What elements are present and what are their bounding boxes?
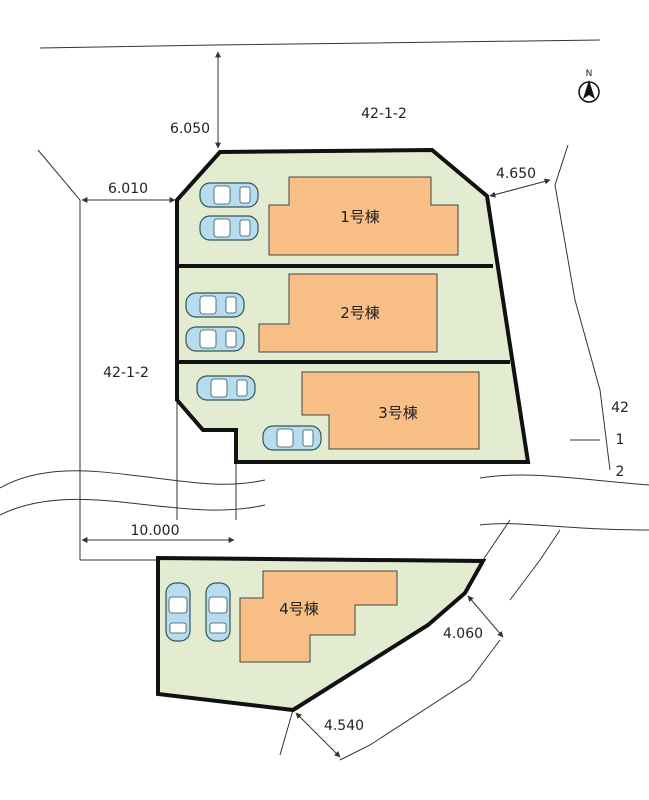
house-2 bbox=[258, 273, 438, 353]
dim-bottom-width: 10.000 bbox=[131, 523, 180, 539]
car-icon bbox=[165, 582, 191, 642]
dim-lot4-south: 4.540 bbox=[324, 718, 364, 734]
car-icon bbox=[185, 326, 245, 352]
dim-east-width: 4.650 bbox=[496, 166, 536, 182]
road-west-label: 42-1-2 bbox=[103, 365, 149, 381]
north-arrow-icon bbox=[578, 80, 600, 103]
car-icon bbox=[262, 425, 322, 451]
house-4 bbox=[239, 570, 398, 663]
road-north-label: 42-1-2 bbox=[361, 106, 407, 122]
car-icon bbox=[196, 375, 256, 401]
car-icon bbox=[199, 215, 259, 241]
car-icon bbox=[199, 182, 259, 208]
house-3 bbox=[301, 371, 480, 450]
dim-lot4-east: 4.060 bbox=[443, 626, 483, 642]
dim-west-width: 6.010 bbox=[108, 181, 148, 197]
house-4-label: 4号棟 bbox=[279, 600, 319, 618]
road-lines bbox=[0, 39, 649, 761]
road-east-label-2: 1 bbox=[616, 432, 625, 448]
north-label: N bbox=[586, 69, 593, 79]
dim-north-width: 6.050 bbox=[170, 121, 210, 137]
house-1 bbox=[268, 176, 459, 256]
house-1-label: 1号棟 bbox=[340, 208, 380, 226]
road-east-label-3: 2 bbox=[616, 464, 625, 480]
car-icon bbox=[205, 582, 231, 642]
dimension-arrows bbox=[81, 51, 551, 758]
house-3-label: 3号棟 bbox=[378, 404, 418, 422]
road-east-label-1: 42 bbox=[611, 400, 629, 416]
car-icon bbox=[185, 292, 245, 318]
house-2-label: 2号棟 bbox=[340, 304, 380, 322]
